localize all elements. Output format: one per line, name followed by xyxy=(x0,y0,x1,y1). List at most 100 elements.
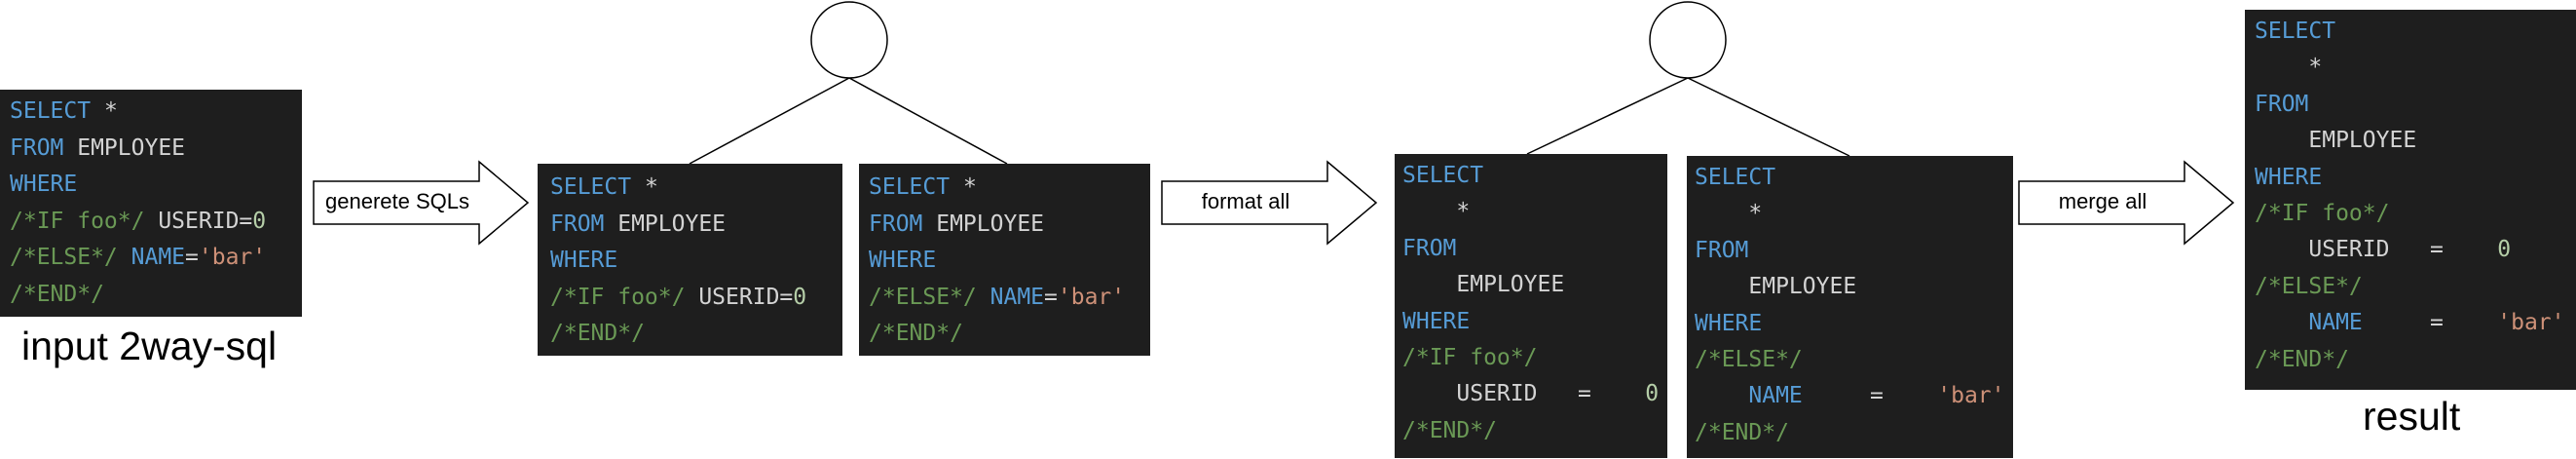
code-line: SELECT * xyxy=(869,170,1150,207)
code-token: NAME xyxy=(117,245,186,271)
code-token: = xyxy=(1044,284,1058,310)
code-token: NAME xyxy=(976,284,1045,310)
code-line: FROM EMPLOYEE xyxy=(869,207,1150,244)
code-token: SELECT xyxy=(1695,165,1776,190)
code-line: /*END*/ xyxy=(869,316,1150,353)
formatted-sql-block-else: SELECT * FROM EMPLOYEE WHERE /*ELSE*/ NAME … xyxy=(1687,156,2013,458)
code-token: /*END*/ xyxy=(2255,346,2349,372)
code-line: WHERE xyxy=(1695,306,2013,342)
code-token: USERID= xyxy=(685,284,794,310)
code-line: /*ELSE*/ xyxy=(2255,269,2576,305)
code-token: 0 xyxy=(793,284,807,310)
tree-node-format xyxy=(1649,1,1727,79)
code-line: * xyxy=(1402,194,1667,230)
code-token: * xyxy=(1695,201,1763,227)
code-line: NAME = 'bar' xyxy=(1695,378,2013,414)
code-line: SELECT xyxy=(2255,14,2576,50)
code-token: * xyxy=(1402,199,1471,225)
code-token: 'bar' xyxy=(1937,383,2005,409)
code-token: EMPLOYEE xyxy=(1402,272,1565,298)
code-line: FROM xyxy=(1695,233,2013,269)
code-line: /*IF foo*/ xyxy=(1402,340,1667,376)
code-token: /*END*/ xyxy=(869,321,963,347)
code-token: EMPLOYEE xyxy=(922,210,1045,237)
code-token: FROM xyxy=(1402,235,1457,261)
code-line: /*IF foo*/ USERID=0 xyxy=(10,204,302,241)
code-token: FROM xyxy=(10,134,64,161)
code-token: SELECT xyxy=(1402,163,1484,188)
code-line: /*ELSE*/ NAME='bar' xyxy=(10,240,302,277)
code-line: USERID = 0 xyxy=(1402,376,1667,412)
arrow-format xyxy=(1161,160,1378,246)
code-token: USERID= xyxy=(144,208,253,234)
branch-line-left xyxy=(1526,77,1689,155)
code-line: SELECT xyxy=(1402,158,1667,194)
code-token: WHERE xyxy=(2255,164,2323,190)
code-line: /*END*/ xyxy=(2255,342,2576,378)
result-caption: result xyxy=(2363,394,2461,439)
code-line: * xyxy=(2255,50,2576,86)
code-line: /*IF foo*/ xyxy=(2255,196,2576,232)
code-line: EMPLOYEE xyxy=(1402,267,1667,303)
code-token: 'bar' xyxy=(2497,310,2565,336)
code-line: FROM xyxy=(2255,87,2576,123)
code-token: /*END*/ xyxy=(1695,419,1789,445)
code-token: EMPLOYEE xyxy=(63,134,186,161)
code-line: WHERE xyxy=(1402,304,1667,340)
code-line: SELECT * xyxy=(10,94,302,131)
code-line: SELECT * xyxy=(550,170,842,207)
code-token xyxy=(1695,383,1748,408)
code-token: * xyxy=(950,174,977,200)
code-token: USERID = xyxy=(2255,237,2498,263)
code-token: WHERE xyxy=(10,172,78,198)
code-line: /*IF foo*/ USERID=0 xyxy=(550,280,842,317)
code-token: /*IF foo*/ xyxy=(1402,344,1538,370)
code-line: * xyxy=(1695,196,2013,232)
code-token: 0 xyxy=(252,208,267,234)
result-code-block: SELECT *FROM EMPLOYEE WHERE /*IF foo*/ USE… xyxy=(2245,10,2576,390)
code-line: /*ELSE*/ NAME='bar' xyxy=(869,280,1150,317)
code-line: FROM xyxy=(1402,231,1667,267)
arrow-merge xyxy=(2018,160,2235,246)
code-token: = xyxy=(1802,383,1938,409)
code-token: WHERE xyxy=(869,248,937,274)
code-token: WHERE xyxy=(1695,310,1763,336)
code-token: SELECT xyxy=(550,174,632,200)
code-line: FROM EMPLOYEE xyxy=(550,207,842,244)
code-token: 'bar' xyxy=(1057,284,1126,310)
code-line: EMPLOYEE xyxy=(2255,123,2576,159)
arrow-label-merge: merge all xyxy=(2058,189,2147,213)
code-token: SELECT xyxy=(869,174,951,200)
tree-node-generate xyxy=(810,1,888,79)
branch-line-right xyxy=(1687,77,1850,157)
code-line: WHERE xyxy=(550,243,842,280)
code-token: FROM xyxy=(869,210,923,237)
code-token: SELECT xyxy=(2255,19,2336,44)
code-token: = xyxy=(2362,310,2498,336)
code-line: /*END*/ xyxy=(10,277,302,314)
formatted-sql-block-if: SELECT * FROM EMPLOYEE WHERE /*IF foo*/ USE… xyxy=(1395,154,1667,458)
code-token: /*END*/ xyxy=(10,281,104,307)
code-token: = xyxy=(185,245,199,271)
code-token: EMPLOYEE xyxy=(2255,128,2417,154)
arrow-label-generate: generete SQLs xyxy=(325,189,469,213)
code-token: USERID = xyxy=(1402,381,1646,407)
code-line: WHERE xyxy=(10,167,302,204)
arrow-label-format: format all xyxy=(1201,189,1290,213)
code-token: 0 xyxy=(1645,381,1660,407)
code-token: * xyxy=(91,98,118,124)
code-line: EMPLOYEE xyxy=(1695,269,2013,305)
code-token: /*END*/ xyxy=(1402,417,1497,443)
code-token: /*ELSE*/ xyxy=(869,284,977,310)
code-line: /*END*/ xyxy=(1695,415,2013,451)
code-token xyxy=(2255,310,2308,335)
code-token: /*ELSE*/ xyxy=(2255,273,2363,299)
code-token: FROM xyxy=(550,210,605,237)
code-token: /*ELSE*/ xyxy=(1695,346,1803,372)
code-token: /*IF foo*/ xyxy=(550,284,686,310)
input-code-block: SELECT * FROM EMPLOYEE WHERE /*IF foo*/ USE… xyxy=(0,90,302,317)
code-token: /*IF foo*/ xyxy=(2255,200,2390,226)
code-line: WHERE xyxy=(869,243,1150,280)
